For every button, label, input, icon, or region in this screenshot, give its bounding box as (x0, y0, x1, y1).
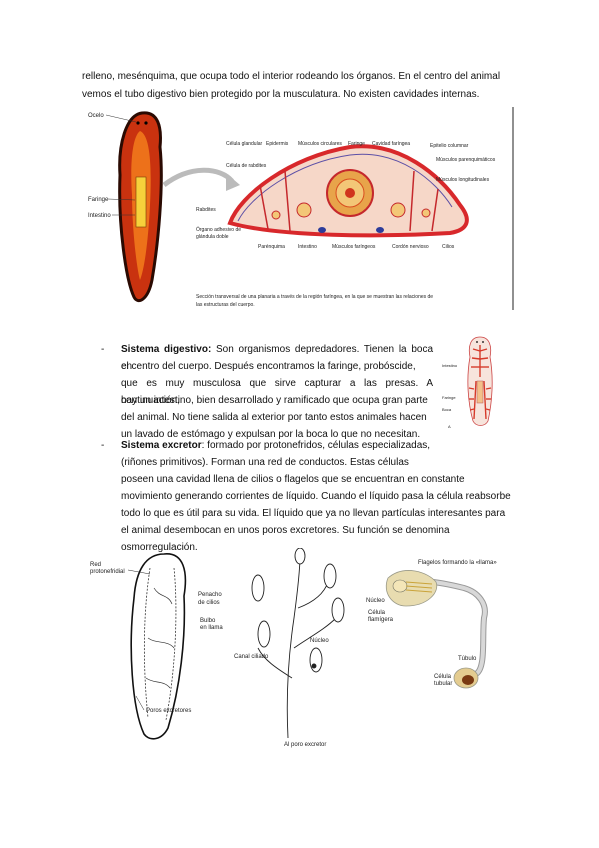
intro-line-2: vemos el tubo digestivo bien protegido p… (82, 89, 480, 100)
fig2-label-letter: A (448, 424, 451, 429)
label-cordon-nervioso: Cordón nervioso (392, 244, 429, 250)
fig3-label-poros: Poros excretores (146, 708, 191, 714)
label-ocelo: Ocelo (88, 113, 104, 119)
label-epitelio-columnar: Epitelio columnar (430, 143, 469, 149)
fig3-label-celula-flam-1: Célula (368, 610, 386, 616)
excretor-line-1: Sistema excretor: formado por protonefri… (121, 440, 431, 451)
excretor-line-5: todo lo que es útil para su vida. El líq… (121, 508, 506, 519)
label-celula-glandular: Célula glandular (226, 141, 262, 147)
fig3-label-penacho-2: de cilios (198, 600, 220, 606)
excretor-line-4: movimiento generando corrientes de líqui… (121, 491, 511, 502)
label-faringe: Faringe (88, 197, 109, 203)
fig3-label-al-poro: Al poro excretor (284, 742, 326, 748)
label-cilios: Cilios (442, 244, 455, 250)
fig3-label-tubulo: Túbulo (458, 656, 477, 662)
label-organo-adhesivo-2: glándula doble (196, 234, 229, 240)
excretor-line-3: poseen una cavidad llena de cilios o fla… (121, 474, 465, 485)
fig2-label-intestino: Intestino (442, 363, 458, 368)
digestivo-line-2: el centro del cuerpo. Después encontramo… (121, 361, 416, 372)
label-musculos-faringeos: Músculos faríngeos (332, 244, 376, 250)
label-intestino-2: Intestino (298, 244, 317, 250)
fig3-label-red-2: protonefridial (90, 569, 125, 575)
fig3-label-penacho-1: Penacho (198, 592, 222, 598)
label-faringe-2: Faringe (348, 141, 365, 147)
protonephridial-figure: Red protonefridial Poros excretores Pena… (90, 548, 497, 748)
digestivo-line-5: del animal. No tiene salida al exterior … (121, 412, 427, 423)
fig3-label-celula-tub-1: Célula (434, 674, 452, 680)
fig3-label-bulbo-2: en llama (200, 625, 223, 631)
fig3-label-celula-tub-2: tubular (434, 681, 452, 687)
intro-line-1: relleno, mesénquima, que ocupa todo el i… (82, 71, 501, 82)
fig3-label-nucleo-2: Núcleo (366, 598, 385, 604)
fig3-label-canal: Canal ciliado (234, 654, 269, 660)
fig3-label-nucleo: Núcleo (310, 638, 329, 644)
planaria-body-illustration (118, 111, 163, 303)
fig3-label-celula-flam-2: flamígera (368, 617, 394, 623)
label-epidermis: Epidermis (266, 141, 289, 147)
label-musculos-longitudinales: Músculos longitudinales (436, 177, 490, 183)
excretor-line-7: osmorregulación. (121, 542, 198, 553)
excretor-line-2: (riñones primitivos). Forman una red de … (121, 457, 409, 468)
figure1-caption-line-1: Sección transversal de una planaria a tr… (196, 294, 433, 300)
label-intestino: Intestino (88, 213, 111, 219)
label-rabdites: Rabdites (196, 207, 216, 213)
intestine-branches-illustration (468, 345, 492, 420)
bullet-dash-digestivo: - (101, 344, 105, 355)
excretor-heading: Sistema excretor (121, 440, 202, 451)
digestivo-line-1: Sistema digestivo: Son organismos depred… (121, 344, 434, 372)
figure1-caption-line-2: las estructuras del cuerpo. (196, 302, 255, 308)
label-celula-rabdites: Célula de rabdites (226, 163, 267, 169)
label-organo-adhesivo-1: Órgano adhesivo de (196, 226, 241, 233)
fig2-label-faringe: Faringe (442, 395, 456, 400)
label-musculos-circulares: Músculos circulares (298, 141, 342, 147)
label-musculos-parenquimaticos: Músculos parenquimáticos (436, 157, 496, 163)
digestive-system-figure: Intestino Faringe Boca A (442, 336, 493, 429)
excretor-line-6: el animal desembocan en unos poros excre… (121, 525, 450, 536)
flame-cell-illustration (385, 570, 488, 689)
fig2-label-boca: Boca (442, 407, 452, 412)
fig3-label-bulbo-1: Bulbo (200, 618, 216, 624)
fig3-label-red-1: Red (90, 562, 101, 568)
cross-section-illustration (227, 144, 469, 238)
digestivo-heading: Sistema digestivo: (121, 344, 212, 355)
digestivo-line-4: hay un intestino, bien desarrollado y ra… (121, 395, 428, 406)
digestivo-line-3: que es muy musculosa que sirve capturar … (121, 378, 433, 406)
label-cavidad-faringea: Cavidad faríngea (372, 141, 410, 147)
protonephridial-network-illustration (130, 553, 187, 740)
flame-bulb-illustration (251, 548, 345, 739)
digestivo-line-6: un lavado de estómago y expulsan por la … (121, 429, 421, 440)
bullet-dash-excretor: - (101, 440, 105, 451)
fig3-label-flagelos: Flagelos formando la «llama» (418, 560, 497, 566)
planaria-cross-section-figure: Ocelo Faringe Intestino Célula gl (88, 107, 514, 310)
label-parenquima: Parénquima (258, 244, 285, 250)
